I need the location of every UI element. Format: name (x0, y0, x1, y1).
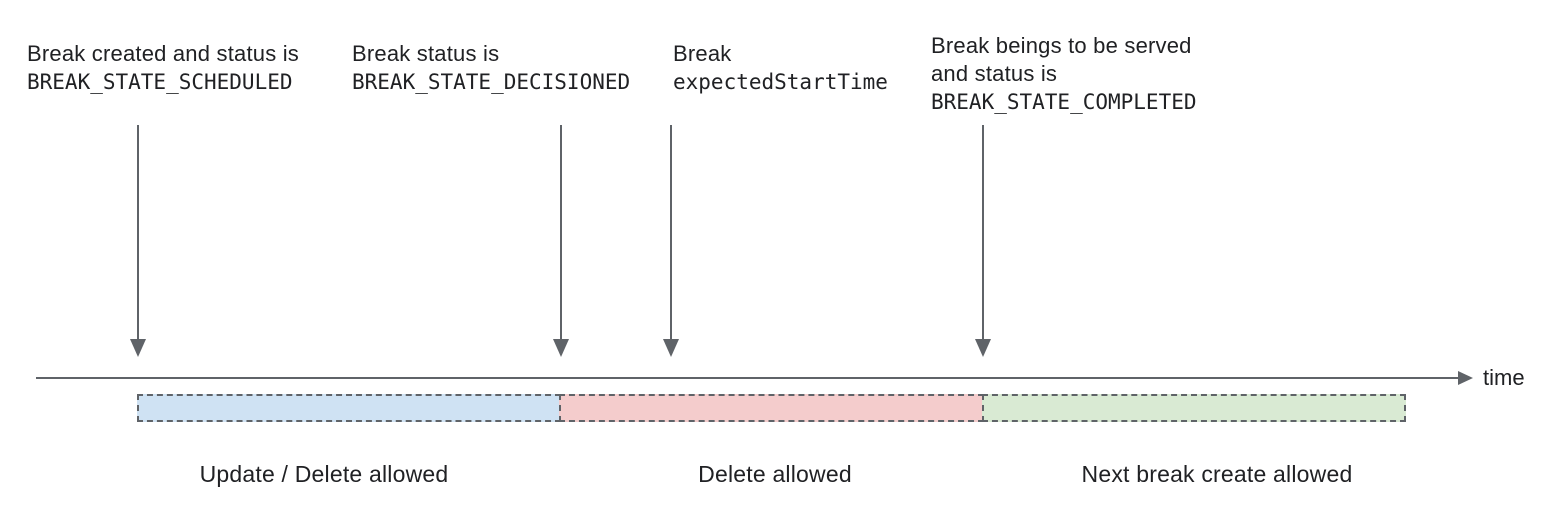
annotation-code-text: BREAK_STATE_SCHEDULED (27, 70, 293, 94)
segment-next-break-create-allowed (982, 394, 1406, 422)
segment-delete-allowed (559, 394, 984, 422)
annotation-break-decisioned: Break status is BREAK_STATE_DECISIONED (352, 40, 630, 96)
down-arrow-completed-icon (982, 125, 984, 340)
annotation-text: Break status is (352, 41, 500, 66)
annotation-code-text: expectedStartTime (673, 70, 888, 94)
annotation-text: and status is (931, 61, 1058, 86)
annotation-code-text: BREAK_STATE_DECISIONED (352, 70, 631, 94)
down-arrow-expected-start-icon (670, 125, 672, 340)
annotation-text: Break created and status is (27, 41, 299, 66)
segment-update-delete-allowed (137, 394, 561, 422)
annotation-code-text: BREAK_STATE_COMPLETED (931, 90, 1197, 114)
annotation-text: Break beings to be served (931, 33, 1192, 58)
segment-label-update-delete: Update / Delete allowed (199, 461, 449, 487)
timeline-arrowhead-icon (1458, 371, 1473, 385)
down-arrow-scheduled-icon (137, 125, 139, 340)
timeline-axis-label: time (1483, 365, 1525, 390)
annotation-expected-start-time: Break expectedStartTime (673, 40, 888, 96)
annotation-text: Break (673, 41, 732, 66)
down-arrow-decisioned-icon (560, 125, 562, 340)
segment-label-next-break-create: Next break create allowed (1081, 461, 1353, 487)
segment-label-delete: Delete allowed (698, 461, 852, 487)
timeline-axis (36, 377, 1458, 379)
annotation-break-scheduled: Break created and status is BREAK_STATE_… (27, 40, 299, 96)
annotation-break-completed: Break beings to be served and status is … (931, 32, 1197, 116)
